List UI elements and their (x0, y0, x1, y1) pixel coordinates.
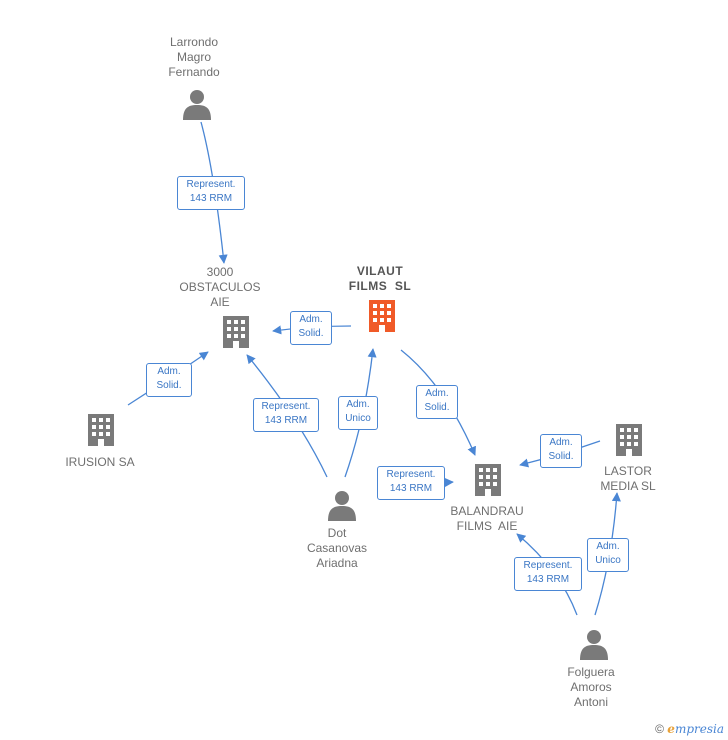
node-label-line: LASTOR (604, 464, 652, 478)
edge-label-vilaut-to-balandrau[interactable]: Adm. Solid. (416, 385, 458, 419)
folguera-person-icon[interactable] (580, 630, 608, 660)
obstaculos-building-icon[interactable] (223, 316, 249, 348)
node-label-line: Antoni (573, 695, 609, 709)
edge-label-irusion-to-obstaculos[interactable]: Adm. Solid. (146, 363, 192, 397)
footer-brand: © empresia (655, 722, 724, 736)
edge-label-line: Solid. (298, 328, 324, 339)
node-label-line: Casanovas (306, 541, 368, 555)
edge-label-folguera-to-lastor[interactable]: Adm. Unico (587, 538, 629, 572)
node-label-line: Folguera (567, 665, 615, 679)
edge-label-line: Adm. (549, 437, 573, 448)
edge-label-line: Solid. (156, 380, 182, 391)
edge-label-line: Solid. (424, 402, 450, 413)
node-label-line: MEDIA SL (600, 479, 656, 493)
node-label-line: FILMS AIE (456, 519, 518, 533)
irusion-building-icon[interactable] (88, 414, 114, 446)
edge-label-dot-to-vilaut[interactable]: Adm. Unico (338, 396, 378, 430)
edge-label-line: Adm. (157, 366, 181, 377)
node-label-line: OBSTACULOS (179, 280, 261, 294)
brand-logo-rest: mpresia (674, 722, 724, 736)
edge-label-line: Adm. (299, 314, 323, 325)
brand-logo[interactable]: empresia (667, 722, 724, 736)
node-label-line: Amoros (570, 680, 612, 694)
edge-label-vilaut-to-obstaculos[interactable]: Adm. Solid. (290, 311, 332, 345)
node-label-line: IRUSION SA (65, 455, 135, 469)
node-label-line: VILAUT (356, 264, 404, 278)
edge-label-line: Unico (345, 413, 371, 424)
edge-label-line: 143 RRM (264, 415, 308, 426)
edge-label-dot-to-balandrau[interactable]: Represent. 143 RRM (377, 466, 445, 500)
edge-label-line: Represent. (186, 179, 236, 190)
node-label-line: Fernando (168, 65, 220, 79)
edge-label-line: Adm. (346, 399, 370, 410)
node-label-line: Larrondo (169, 35, 219, 49)
edge-label-line: Unico (595, 555, 621, 566)
node-label-line: Magro (176, 50, 211, 64)
edge-label-line: Represent. (261, 401, 311, 412)
edge-label-larrondo-to-obstaculos[interactable]: Represent. 143 RRM (177, 176, 245, 210)
node-label-line: BALANDRAU (450, 504, 524, 518)
edge-label-lastor-to-balandrau[interactable]: Adm. Solid. (540, 434, 582, 468)
node-label-line: AIE (210, 295, 230, 309)
edge-label-line: 143 RRM (526, 574, 570, 585)
edge-label-line: Solid. (548, 451, 574, 462)
edge-label-line: Represent. (523, 560, 573, 571)
edge-label-line: Adm. (425, 388, 449, 399)
dot-person-icon[interactable] (328, 491, 356, 521)
edge-label-dot-to-obstaculos[interactable]: Represent. 143 RRM (253, 398, 319, 432)
node-label-irusion[interactable]: IRUSION SA (40, 455, 160, 470)
lastor-building-icon[interactable] (616, 424, 642, 456)
edge-label-folguera-to-balandrau[interactable]: Represent. 143 RRM (514, 557, 582, 591)
larrondo-person-icon[interactable] (183, 90, 211, 120)
edge-label-line: Adm. (596, 541, 620, 552)
balandrau-building-icon[interactable] (475, 464, 501, 496)
node-label-line: 3000 (206, 265, 234, 279)
vilaut-building-icon[interactable] (369, 300, 395, 332)
edge-label-line: 143 RRM (189, 193, 233, 204)
brand-logo-e: e (667, 722, 675, 736)
edge-label-line: 143 RRM (389, 483, 433, 494)
node-label-line: FILMS SL (348, 279, 412, 293)
edge-label-line: Represent. (386, 469, 436, 480)
node-label-line: Dot (327, 526, 347, 540)
node-label-line: Ariadna (316, 556, 358, 570)
copyright-symbol: © (655, 722, 664, 736)
